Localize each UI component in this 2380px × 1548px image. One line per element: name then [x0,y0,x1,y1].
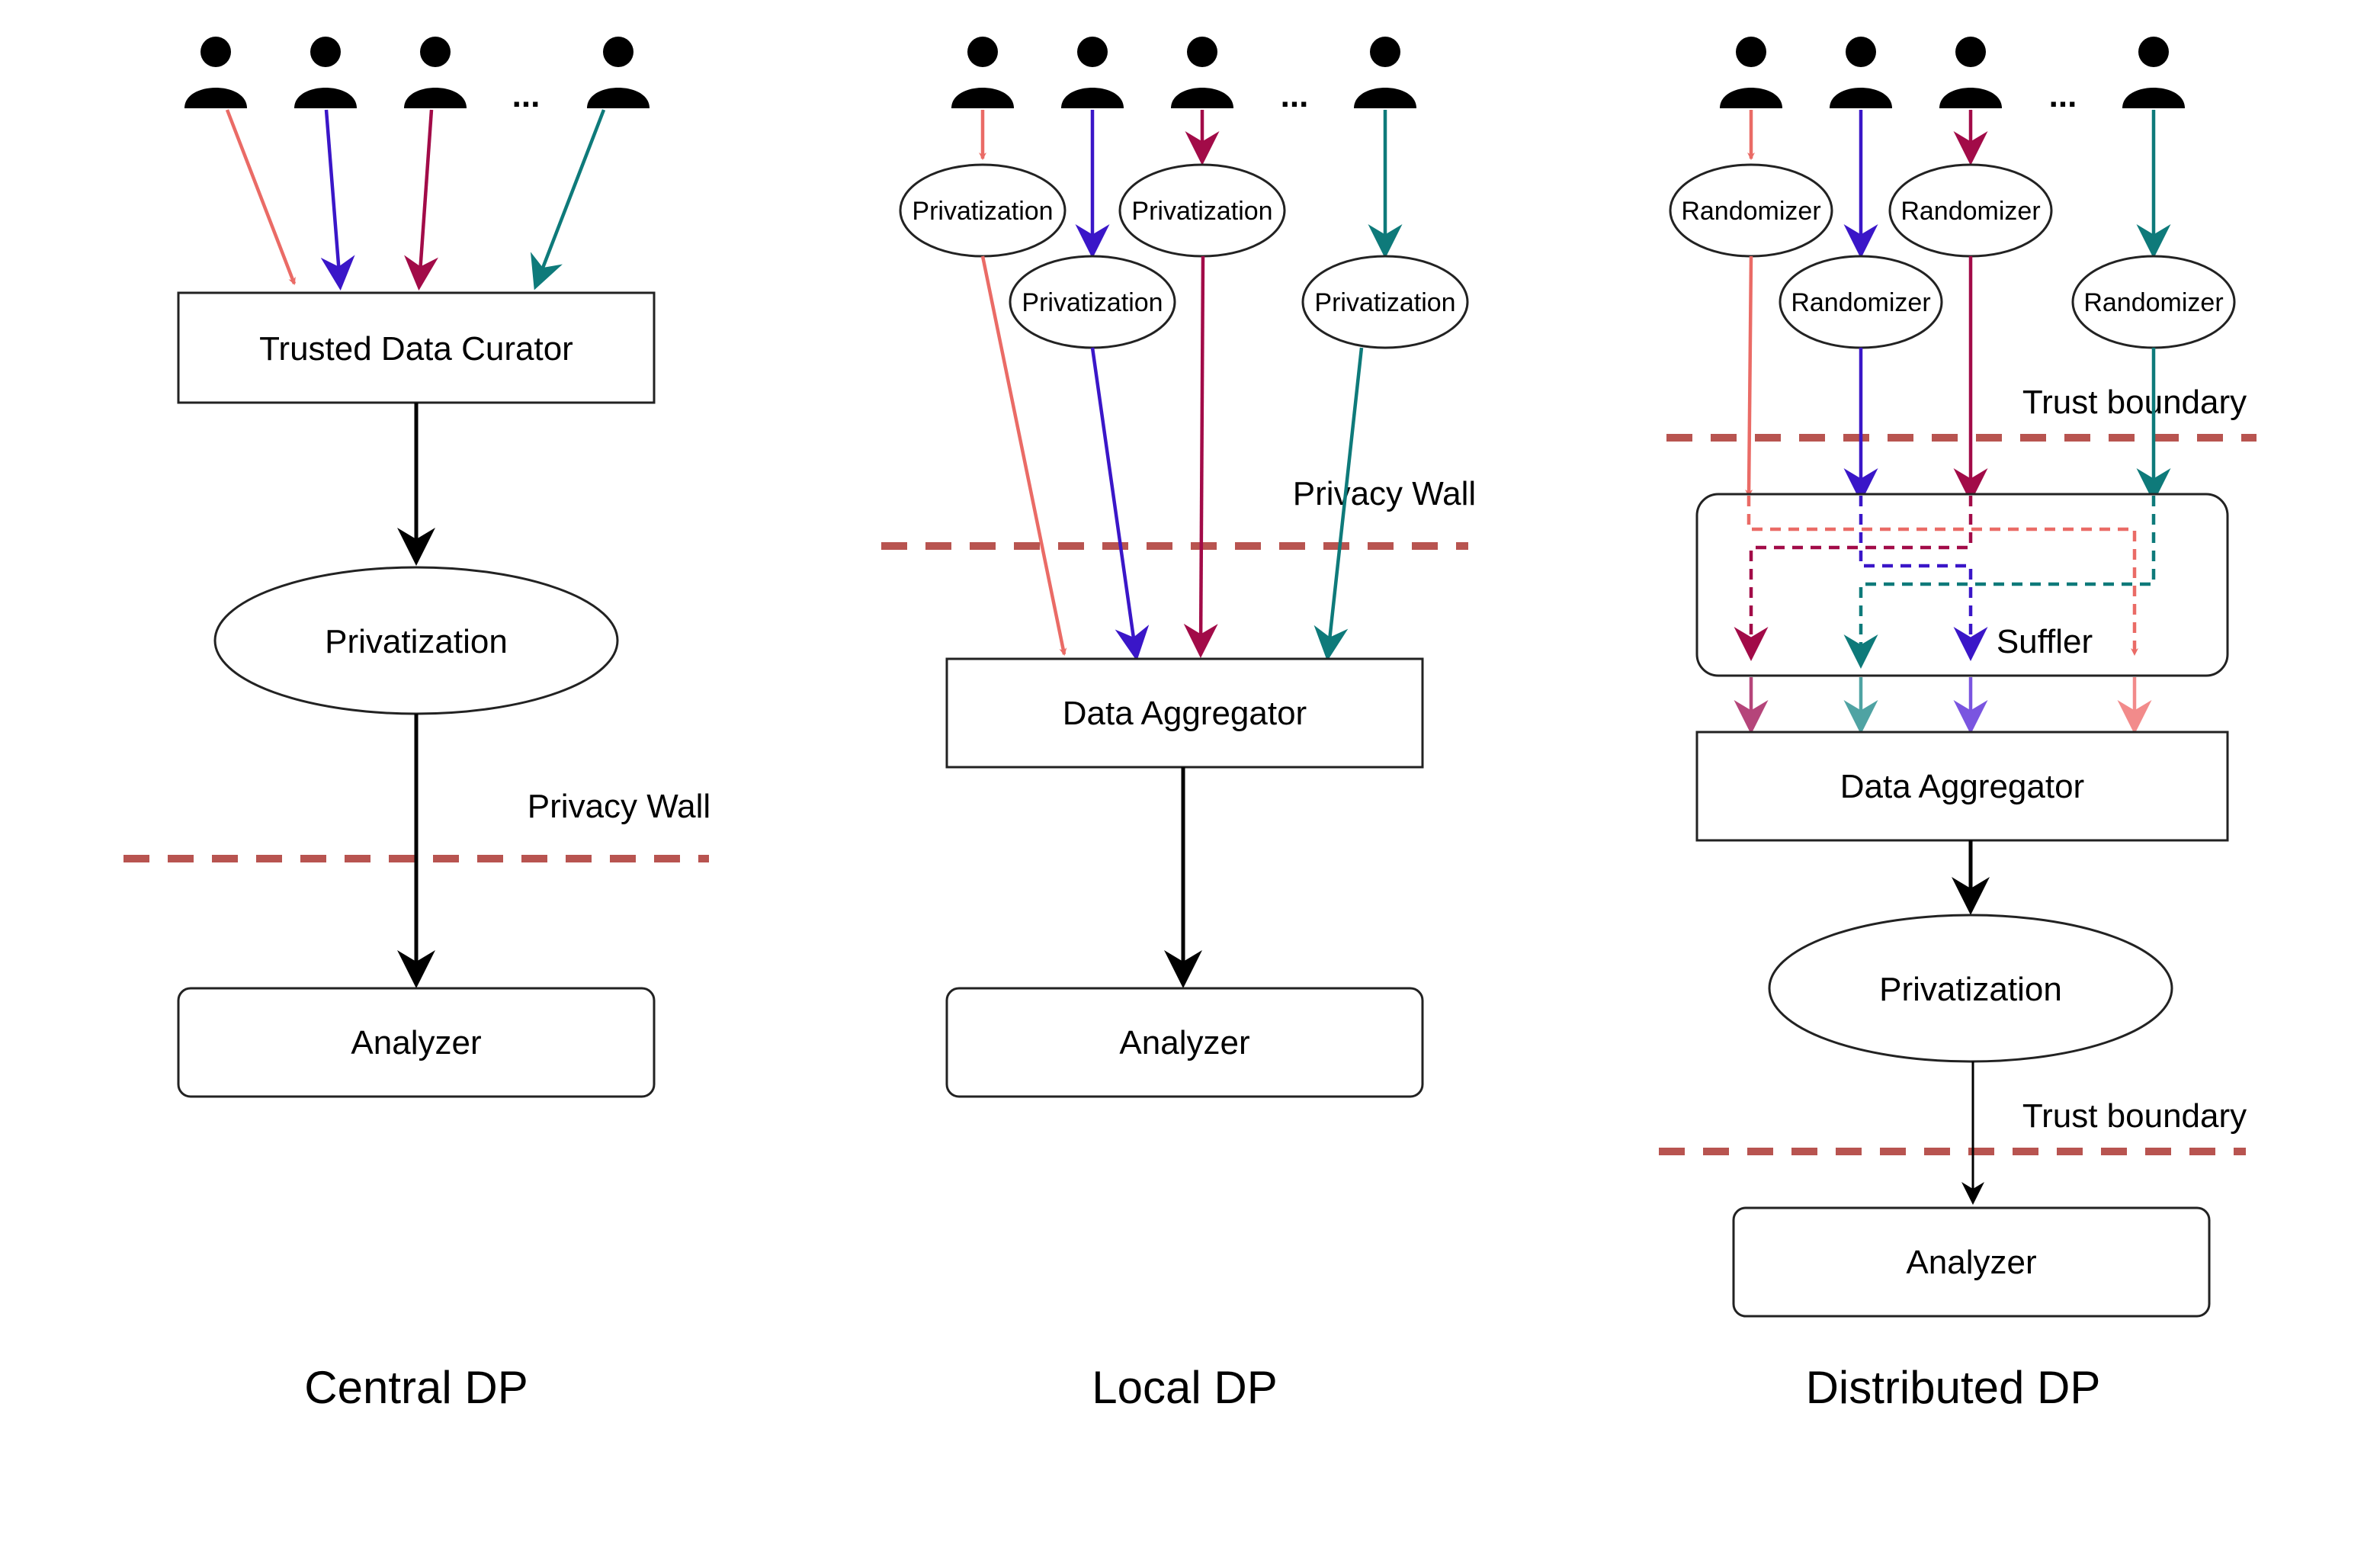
randomizer-label-1: Randomizer [1681,197,1820,226]
privatization-label-4: Privatization [1314,288,1455,317]
shuffler-label: Suffler [1997,623,2093,660]
user-icon [184,37,247,108]
data-aggregator-box [1695,731,2229,842]
user-icon [1171,37,1233,108]
trusted-data-curator-label: Trusted Data Curator [259,330,573,368]
local-dp-panel: ... Privatization Privatization Privatiz… [881,37,1476,1413]
user-icon [1720,37,1782,108]
trusted-data-curator-box [177,291,656,404]
central-dp-panel: ... Trusted Data Curator Privatization P… [123,37,710,1413]
analyzer-label: Analyzer [1906,1244,2036,1281]
privatization-1-to-aggregator-arrow [980,255,1067,656]
more-users-ellipsis: ... [512,77,540,114]
distributed-dp-panel: ... Randomizer Randomizer Randomizer Ran… [1659,37,2257,1413]
analyzer-box [1732,1206,2211,1318]
user-n-arrow [530,109,606,291]
analyzer-box [945,987,1424,1098]
user-icon [951,37,1014,108]
privatization-label-3: Privatization [1131,197,1272,226]
user-1-arrow [225,109,297,285]
analyzer-box [177,987,656,1098]
more-users-ellipsis: ... [1281,77,1309,114]
more-users-ellipsis: ... [2049,77,2077,114]
user-3-arrow [404,109,438,291]
privatization-3-to-aggregator-arrow [1183,255,1218,658]
shuffle-route-teal [1843,496,2156,669]
user-icon [1354,37,1416,108]
privatization-2-to-aggregator-arrow [1090,347,1150,661]
privacy-wall-label: Privacy Wall [528,788,710,825]
shuffle-route-crimson [1734,496,1973,661]
randomizer-label-3: Randomizer [1900,197,2040,226]
user-icon [1939,37,2002,108]
trust-boundary-label-bottom: Trust boundary [2022,1097,2247,1135]
user-icon [294,37,357,108]
privatization-label: Privatization [325,623,508,660]
privatization-label: Privatization [1879,971,2062,1008]
privatization-ellipse-4 [1301,255,1469,349]
randomizer-label-2: Randomizer [1791,288,1930,317]
analyzer-label: Analyzer [1119,1024,1249,1061]
user-icon [1830,37,1892,108]
data-aggregator-label: Data Aggregator [1840,768,2084,805]
analyzer-label: Analyzer [351,1024,481,1061]
randomizer-label-4: Randomizer [2083,288,2223,317]
user-icon [587,37,650,108]
shuffle-route-indigo [1859,496,1988,661]
user-icon [1061,37,1124,108]
user-2-arrow [320,109,355,291]
user-icon [2122,37,2185,108]
privatization-label-1: Privatization [912,197,1053,226]
user-icon [404,37,467,108]
data-aggregator-label: Data Aggregator [1063,695,1307,732]
trust-boundary-label-top: Trust boundary [2022,384,2247,421]
privacy-wall-label: Privacy Wall [1293,475,1476,512]
randomizer-1-to-shuffler-arrow [1745,255,1753,497]
data-aggregator-box [945,657,1424,769]
shuffle-route-salmon [1747,496,2138,656]
privatization-ellipse [1768,914,2173,1063]
local-dp-caption: Local DP [1092,1362,1277,1413]
distributed-dp-caption: Distributed DP [1806,1362,2101,1413]
privatization-4-to-aggregator-arrow [1313,347,1364,661]
central-dp-caption: Central DP [304,1362,528,1413]
privatization-label-2: Privatization [1022,288,1163,317]
